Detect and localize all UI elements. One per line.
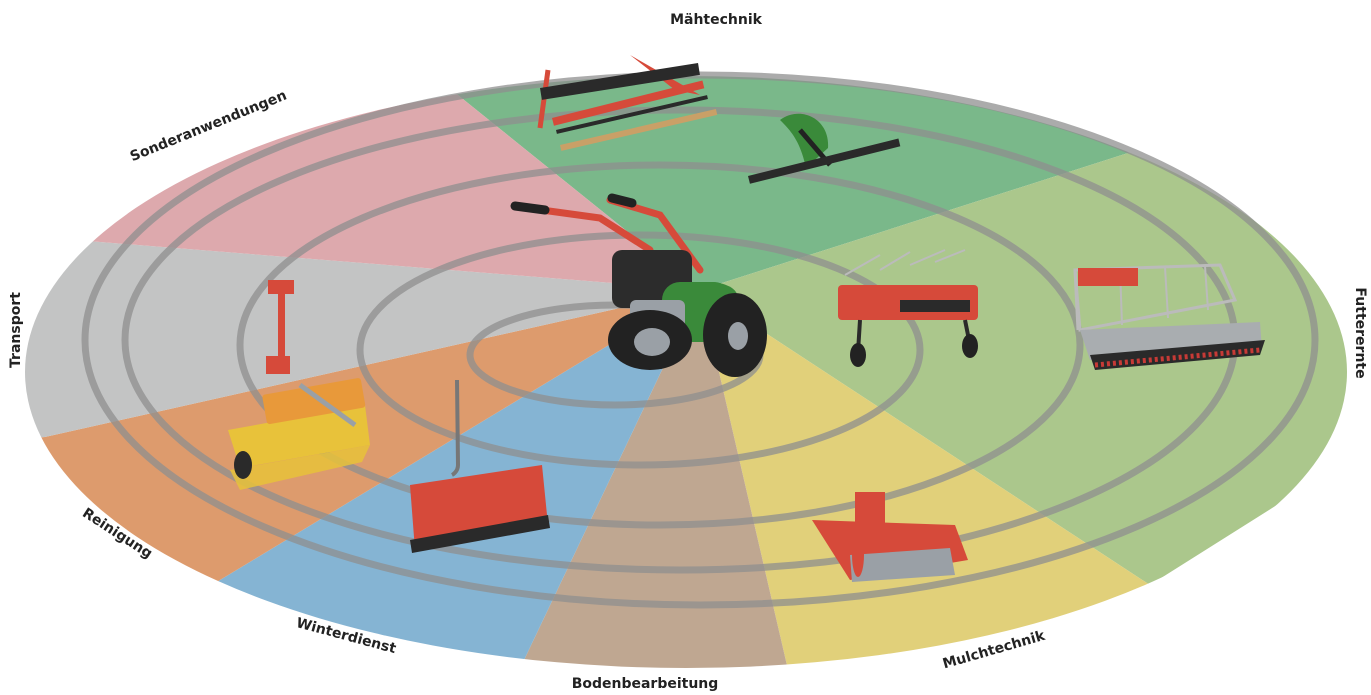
sector-sonderanwendungen[interactable] (0, 0, 700, 290)
hay-rake-icon[interactable] (1073, 263, 1265, 370)
sector-maehtechnik[interactable] (340, 0, 1200, 290)
label-transport[interactable]: Transport (8, 292, 24, 368)
ring-5 (81, 71, 1319, 609)
sweeper-brush-icon[interactable] (228, 378, 370, 490)
mulcher-icon[interactable] (812, 492, 968, 582)
ring-2 (356, 231, 924, 469)
sector-transport[interactable] (0, 220, 700, 440)
two-wheel-tractor-icon[interactable] (510, 193, 767, 377)
snow-plow-blade-icon[interactable] (410, 379, 550, 553)
ring-3 (236, 161, 1084, 529)
sickle-bar-mower-icon[interactable] (537, 55, 718, 151)
label-maehtechnik[interactable]: Mähtechnik (670, 12, 763, 28)
sickle-bar-mower-icon[interactable] (748, 113, 901, 184)
concentric-rings (81, 71, 1319, 609)
trailer-hitch-icon[interactable] (266, 280, 294, 374)
label-futterernte[interactable]: Futterernte (1352, 287, 1368, 378)
label-bodenbearbeitung[interactable]: Bodenbearbeitung (572, 676, 719, 692)
hay-rake-icon[interactable] (838, 249, 978, 367)
